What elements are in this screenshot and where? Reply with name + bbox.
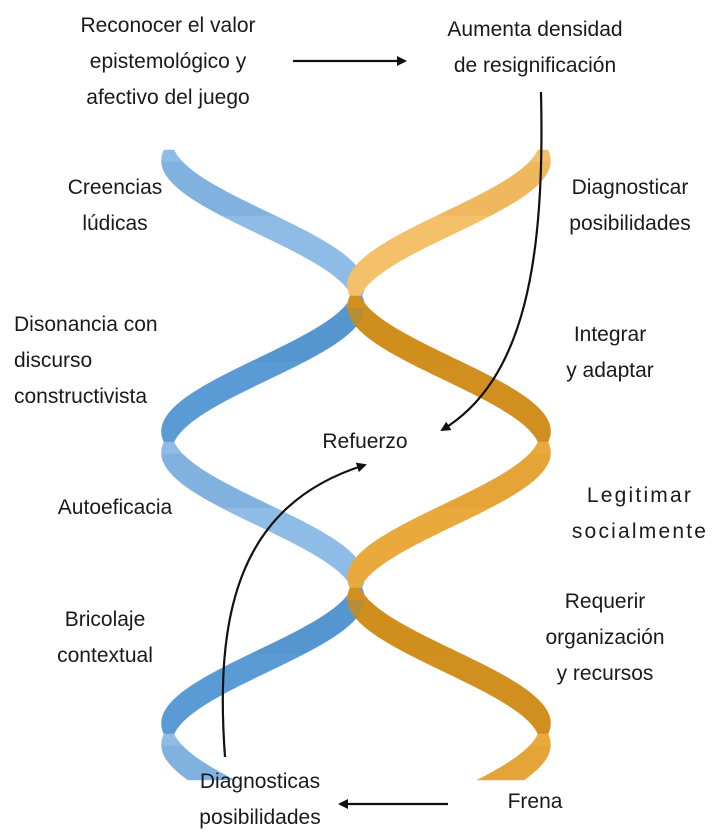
label-legitimar-socialmente: Legitimar socialmente — [571, 484, 709, 543]
orange-strand-shade — [347, 599, 461, 654]
label-integrar-adaptar: Integrar y adaptar — [566, 323, 654, 382]
blue-strand-shade — [251, 599, 365, 654]
top-left-text: Reconocer el valor epistemológico y afec… — [80, 14, 256, 109]
label-bricolaje-contextual: Bricolaje contextual — [57, 608, 153, 667]
label-refuerzo: Refuerzo — [322, 430, 408, 453]
blue-strand-shade — [161, 453, 275, 508]
label-creencias-ludicas: Creencias lúdicas — [67, 176, 163, 235]
arrow-down-to-refuerzo — [440, 91, 543, 432]
blue-strand-shade — [161, 161, 275, 216]
orange-strand-shade — [437, 161, 551, 216]
orange-strand-shade — [347, 307, 461, 362]
bottom-left-text: Diagnosticas posibilidades — [199, 770, 321, 829]
label-disonancia: Disonancia con discurso constructivista — [14, 313, 158, 408]
orange-strand-shade — [437, 453, 551, 508]
orange-strand-shade — [477, 745, 551, 780]
label-diagnosticar-posibilidades: Diagnosticar posibilidades — [569, 176, 691, 235]
blue-strand-segment — [161, 733, 235, 781]
label-requerir-organizacion: Requerir organización y recursos — [545, 590, 665, 685]
arrow-up-to-refuerzo — [221, 462, 367, 758]
bottom-right-text: Frena — [507, 790, 563, 813]
top-right-text: Aumenta densidad de resignificación — [447, 18, 623, 77]
blue-strand-shade — [161, 745, 235, 780]
orange-strand-segment — [477, 733, 551, 781]
label-autoeficacia: Autoeficacia — [57, 496, 173, 519]
blue-strand-shade — [251, 307, 365, 362]
arrows — [221, 56, 543, 809]
helix-strands — [161, 149, 551, 781]
